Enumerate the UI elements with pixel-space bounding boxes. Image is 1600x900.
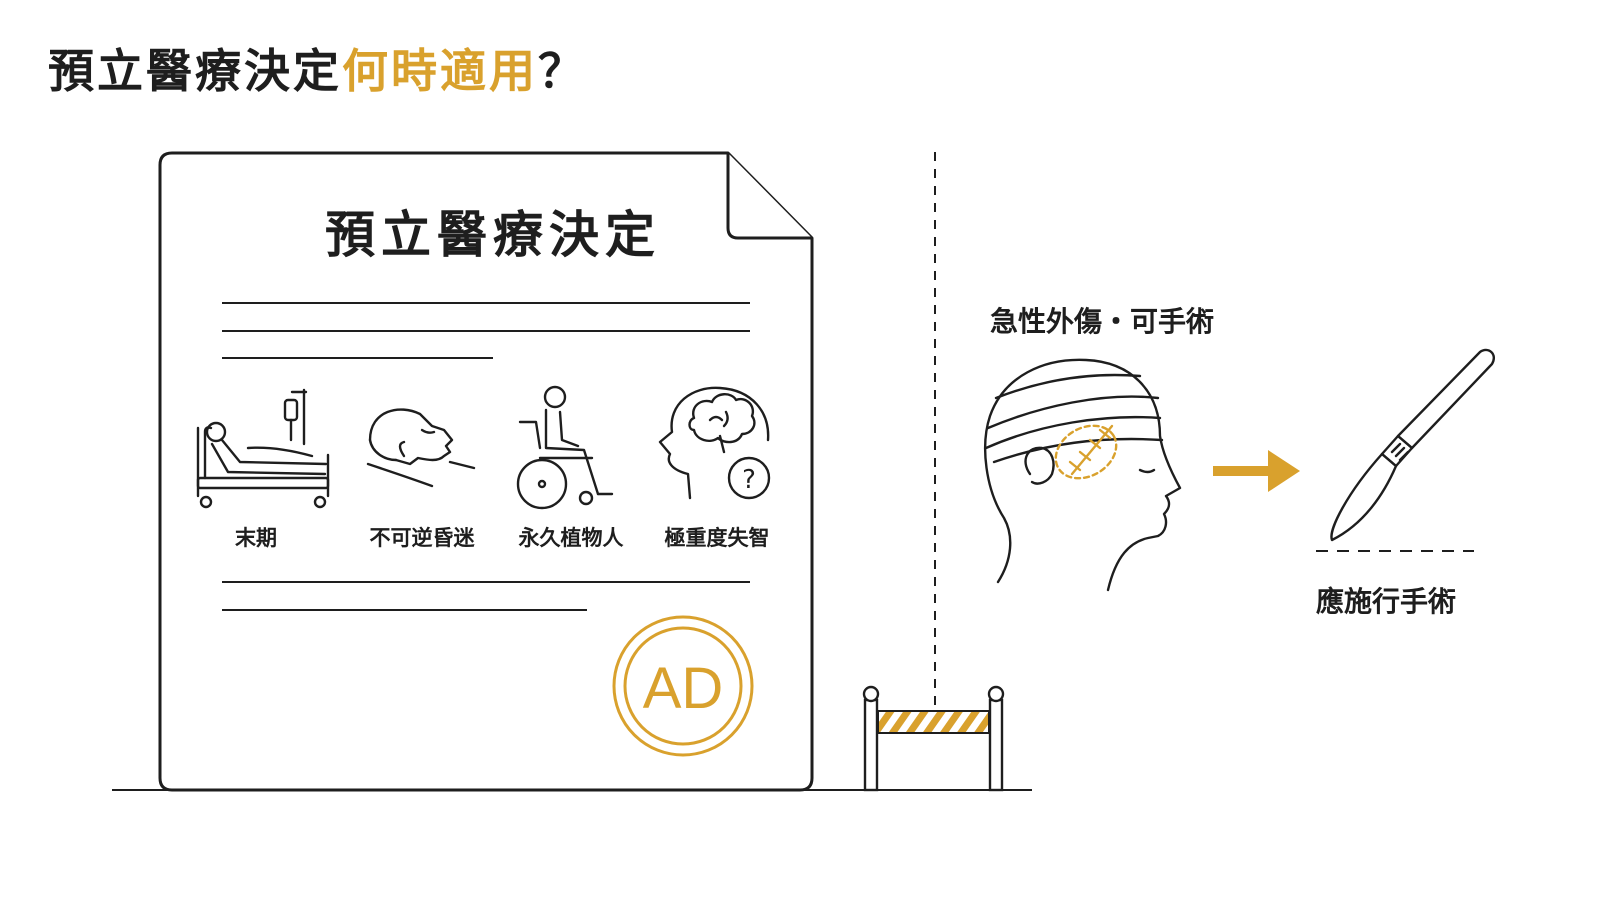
title-part1: 預立醫療決定 bbox=[48, 44, 342, 98]
comatose-patient-icon bbox=[366, 408, 476, 488]
folded-corner bbox=[726, 153, 812, 240]
ad-stamp: AD bbox=[612, 615, 754, 757]
title-question-mark: ？ bbox=[538, 44, 587, 98]
scalpel-icon bbox=[1330, 348, 1495, 542]
page-title: 預立醫療決定何時適用？ bbox=[48, 44, 587, 99]
wheelchair-person-icon bbox=[516, 385, 614, 510]
document-heading: 預立醫療決定 bbox=[325, 206, 661, 264]
hospital-bed-iv-icon bbox=[196, 388, 330, 509]
condition-label-dementia: 極重度失智 bbox=[665, 526, 770, 550]
result-label: 應施行手術 bbox=[1316, 585, 1456, 618]
case-label: 急性外傷・可手術 bbox=[990, 305, 1214, 338]
head-injury-icon bbox=[984, 358, 1182, 592]
arrow-right-icon bbox=[1213, 450, 1300, 492]
svg-text:?: ? bbox=[742, 465, 756, 495]
document-text-lines bbox=[222, 302, 750, 611]
ad-stamp-text: AD bbox=[643, 656, 724, 721]
condition-label-coma: 不可逆昏迷 bbox=[370, 526, 476, 550]
condition-label-vegetative: 永久植物人 bbox=[518, 526, 624, 550]
advance-directive-document: 預立醫療決定 bbox=[158, 151, 814, 792]
barrier-rope-icon bbox=[862, 685, 1005, 792]
condition-label-terminal: 末期 bbox=[235, 526, 277, 550]
brain-question-icon: ? bbox=[658, 386, 771, 500]
title-highlight: 何時適用 bbox=[342, 44, 538, 98]
